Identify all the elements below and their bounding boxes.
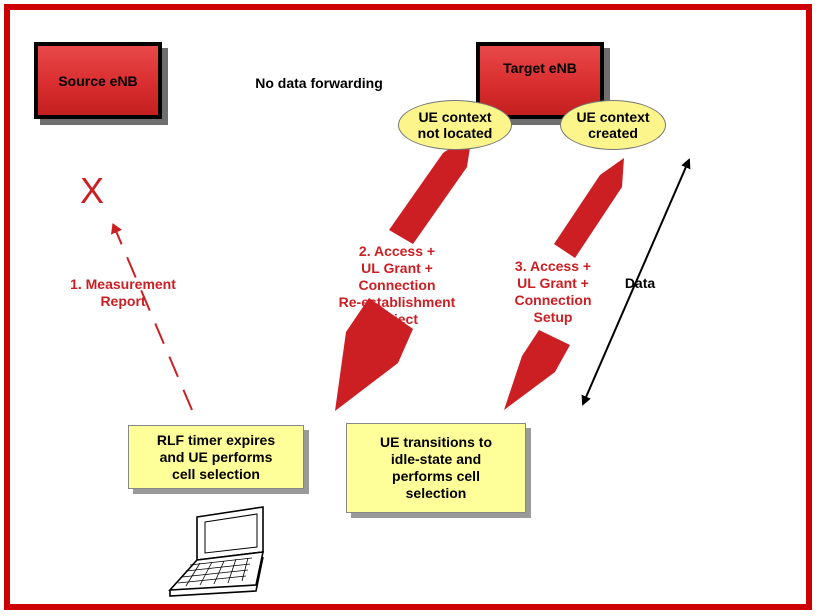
ellipse-line: UE context <box>418 109 492 125</box>
ellipse-line: not located <box>417 125 493 141</box>
source-enb-label: Source eNB <box>58 72 138 89</box>
connection-setup-label: 3. Access + UL Grant + Connection Setup <box>514 258 592 325</box>
reestablishment-reject-label: 2. Access + UL Grant + Connection Re-est… <box>338 243 456 327</box>
target-enb-label: Target eNB <box>503 60 577 76</box>
context-created-ellipse: UE context created <box>560 100 666 150</box>
source-enb-node: Source eNB <box>34 42 162 119</box>
failure-x-mark: X <box>79 170 104 211</box>
data-arrow <box>581 158 691 406</box>
no-data-forwarding-label: No data forwarding <box>255 75 383 91</box>
rlf-timer-box: RLF timer expires and UE performs cell s… <box>128 425 304 489</box>
idle-transition-box: UE transitions to idle-state and perform… <box>346 423 526 513</box>
laptop-icon <box>168 506 265 597</box>
reestablishment-arrow <box>335 134 472 411</box>
measurement-report-label: 1. Measurement Report <box>70 276 176 309</box>
ellipse-line: created <box>588 125 638 141</box>
data-label: Data <box>624 275 656 291</box>
context-not-located-ellipse: UE context not located <box>398 100 512 150</box>
measurement-report-arrow <box>110 223 193 411</box>
ellipse-line: UE context <box>576 109 650 125</box>
